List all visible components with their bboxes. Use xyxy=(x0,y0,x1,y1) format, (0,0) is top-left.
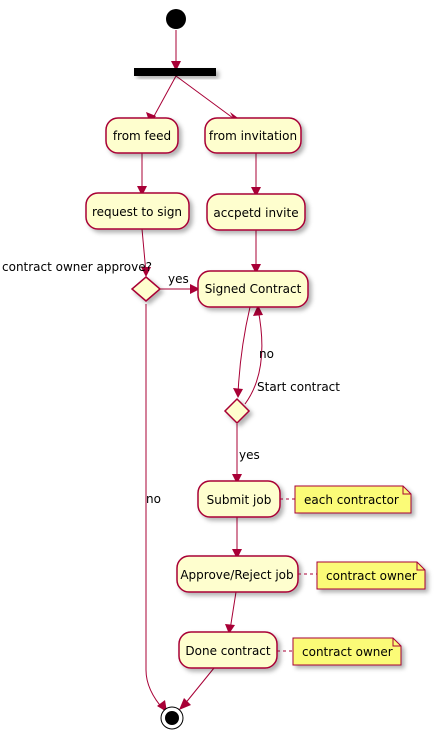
decision-start-contract-label: Start contract xyxy=(257,380,340,394)
decision-contract-owner-approve xyxy=(130,276,162,302)
arrowhead-signed-from-decision xyxy=(190,284,200,294)
arrowhead-submit xyxy=(232,474,242,484)
activity-accepted-invite-label: accpetd invite xyxy=(213,206,298,220)
fork-bar xyxy=(134,68,216,76)
activity-approve-reject-job: Approve/Reject job xyxy=(176,555,299,593)
edge-label-approve-yes: yes xyxy=(168,272,189,286)
activity-from-invitation-label: from invitation xyxy=(209,129,297,143)
arrowhead-done xyxy=(225,624,235,634)
activity-from-feed-label: from feed xyxy=(113,129,171,143)
edge-label-approve-no: no xyxy=(146,492,161,506)
edge-start-decision-loop-back xyxy=(244,308,263,405)
arrowhead-approve xyxy=(232,549,242,559)
activity-signed-contract-label: Signed Contract xyxy=(205,282,302,296)
arrowhead-accepted xyxy=(251,187,261,197)
edge-label-start-yes: yes xyxy=(239,448,260,462)
edge-done-to-end xyxy=(183,667,215,706)
arrowhead-loop-back xyxy=(253,305,263,316)
edge-fork-to-from-invitation xyxy=(175,75,234,119)
note-each-contractor: each contractor xyxy=(280,485,412,514)
activity-submit-job-label: Submit job xyxy=(207,493,272,507)
end-node xyxy=(160,706,184,730)
start-node xyxy=(166,9,186,29)
activity-from-invitation: from invitation xyxy=(204,117,302,154)
activity-approve-reject-job-label: Approve/Reject job xyxy=(180,568,293,582)
note-each-contractor-text: each contractor xyxy=(304,493,399,507)
activity-done-contract-label: Done contract xyxy=(185,644,271,658)
arrowhead-request xyxy=(137,186,147,196)
activity-done-contract: Done contract xyxy=(178,631,278,669)
edge-label-start-no: no xyxy=(259,347,274,361)
activity-request-to-sign: request to sign xyxy=(85,192,190,230)
activity-from-feed: from feed xyxy=(105,117,179,154)
note-contract-owner-approve: contract owner xyxy=(298,561,426,590)
activity-submit-job: Submit job xyxy=(197,480,281,518)
decision-start-contract xyxy=(223,397,251,425)
arrowhead-decision xyxy=(141,267,151,277)
note-contract-owner-done: contract owner xyxy=(277,637,402,666)
activity-signed-contract: Signed Contract xyxy=(197,270,309,308)
arrowhead-start-decision xyxy=(233,388,243,398)
edge-fork-to-from-feed xyxy=(152,75,177,119)
decision-approve-question: contract owner approve? xyxy=(2,260,152,274)
edge-approve-to-done xyxy=(229,591,237,631)
arrowhead-fork xyxy=(171,61,181,71)
activity-request-to-sign-label: request to sign xyxy=(92,205,182,219)
edge-decision-no-to-end xyxy=(145,304,165,711)
arrowhead-end-from-no xyxy=(157,700,167,712)
edge-signed-to-start-decision xyxy=(237,306,251,395)
arrowhead-signed-from-accepted xyxy=(251,264,261,274)
edge-request-to-decision xyxy=(141,228,147,274)
arrowhead-end-from-done xyxy=(179,698,191,710)
activity-accepted-invite: accpetd invite xyxy=(206,193,306,231)
arrowheads xyxy=(137,61,263,712)
note-contract-owner-done-text: contract owner xyxy=(302,645,393,659)
note-contract-owner-approve-text: contract owner xyxy=(326,569,417,583)
